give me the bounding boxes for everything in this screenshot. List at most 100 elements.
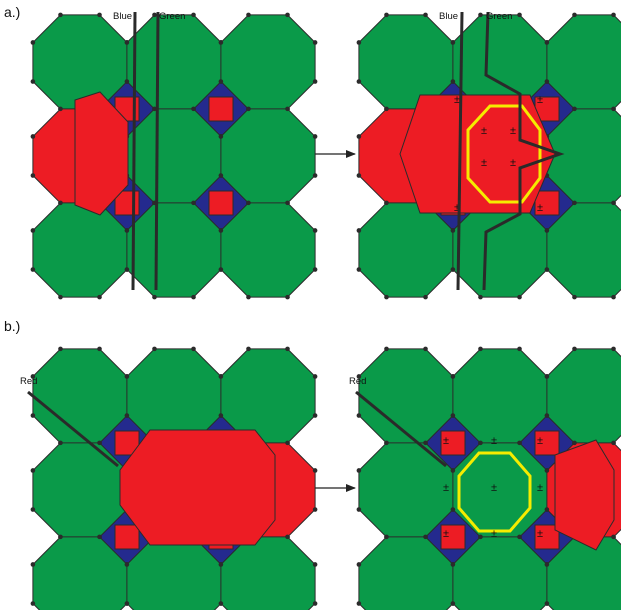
- octagon-tile: [220, 14, 316, 110]
- vertex-dot: [97, 440, 102, 446]
- vertex-dot: [285, 294, 290, 300]
- vertex-dot: [30, 374, 36, 379]
- vertex-dot: [312, 562, 318, 567]
- vertex-dot: [356, 79, 362, 84]
- square-tile: [114, 524, 140, 550]
- vertex-dot: [30, 173, 36, 178]
- pm-symbol: ±: [491, 528, 497, 540]
- vertex-dot: [517, 346, 522, 352]
- octagon-tile: [452, 348, 548, 444]
- vertex-dot: [384, 294, 389, 300]
- vertex-dot: [544, 413, 550, 418]
- vertex-dot: [611, 200, 616, 206]
- red-region: [119, 429, 276, 546]
- vertex-dot: [246, 346, 251, 352]
- vertex-dot: [356, 413, 362, 418]
- vertex-dot: [30, 468, 36, 473]
- vertex-dot: [312, 374, 318, 379]
- vertex-dot: [544, 562, 550, 567]
- vertex-dot: [517, 534, 522, 540]
- vertex-dot: [423, 12, 428, 18]
- vertex-dot: [544, 601, 550, 606]
- vertex-dot: [30, 267, 36, 272]
- octagon-tile: [32, 348, 128, 444]
- vertex-dot: [152, 294, 157, 300]
- vertex-dot: [544, 468, 550, 473]
- vertex-dot: [450, 507, 456, 512]
- vertex-dot: [384, 12, 389, 18]
- vertex-dot: [124, 374, 130, 379]
- pm-symbol: ±: [481, 125, 487, 137]
- vertex-dot: [478, 440, 483, 446]
- square-tile: [534, 190, 560, 216]
- octagon-tile: [126, 108, 222, 204]
- green-cut-line: [154, 11, 160, 291]
- vertex-dot: [356, 267, 362, 272]
- vertex-dot: [450, 601, 456, 606]
- vertex-dot: [572, 106, 577, 112]
- vertex-dot: [356, 562, 362, 567]
- vertex-dot: [478, 294, 483, 300]
- vertex-dot: [218, 601, 224, 606]
- vertex-dot: [30, 134, 36, 139]
- pm-symbol: ±: [454, 202, 460, 214]
- vertex-dot: [191, 294, 196, 300]
- vertex-dot: [218, 413, 224, 418]
- red-line-label-b-before: Red: [20, 376, 37, 387]
- vertex-dot: [312, 40, 318, 45]
- vertex-dot: [218, 79, 224, 84]
- vertex-dot: [450, 79, 456, 84]
- vertex-dot: [285, 440, 290, 446]
- pm-symbol: ±: [537, 202, 543, 214]
- octagon-tile: [358, 202, 454, 298]
- vertex-dot: [544, 374, 550, 379]
- square-tile: [440, 524, 466, 550]
- vertex-dot: [58, 534, 63, 540]
- lattice-a-before: [30, 11, 318, 300]
- vertex-dot: [450, 468, 456, 473]
- vertex-dot: [246, 200, 251, 206]
- green-line-label-a-before: Green: [159, 11, 185, 22]
- vertex-dot: [246, 106, 251, 112]
- vertex-dot: [124, 40, 130, 45]
- vertex-dot: [356, 468, 362, 473]
- octagon-tile: [358, 348, 454, 444]
- blue-cut-line: [456, 11, 464, 291]
- vertex-dot: [285, 12, 290, 18]
- vertex-dot: [517, 440, 522, 446]
- vertex-dot: [356, 40, 362, 45]
- red-region: [74, 91, 129, 216]
- blue-line-label-a-before: Blue: [113, 11, 132, 22]
- vertex-dot: [58, 200, 63, 206]
- vertex-dot: [544, 507, 550, 512]
- vertex-dot: [450, 228, 456, 233]
- vertex-dot: [384, 200, 389, 206]
- vertex-dot: [611, 12, 616, 18]
- vertex-dot: [312, 173, 318, 178]
- blue-cut-line: [131, 11, 137, 291]
- octagon-tile: [32, 14, 128, 110]
- pm-symbol: ±: [537, 94, 543, 106]
- red-cut-line: [27, 390, 119, 468]
- vertex-dot: [611, 346, 616, 352]
- vertex-dot: [312, 507, 318, 512]
- panel-a-label: a.): [4, 4, 20, 20]
- vertex-dot: [450, 267, 456, 272]
- vertex-dot: [450, 413, 456, 418]
- vertex-dot: [356, 374, 362, 379]
- red-region: [399, 94, 556, 214]
- vertex-dot: [478, 346, 483, 352]
- vertex-dot: [572, 294, 577, 300]
- vertex-dot: [285, 106, 290, 112]
- vertex-dot: [152, 106, 157, 112]
- vertex-dot: [58, 440, 63, 446]
- vertex-dot: [218, 40, 224, 45]
- vertex-dot: [58, 12, 63, 18]
- vertex-dot: [30, 562, 36, 567]
- octagon-tile: [220, 202, 316, 298]
- vertex-dot: [423, 294, 428, 300]
- vertex-dot: [611, 106, 616, 112]
- vertex-dot: [611, 534, 616, 540]
- vertex-dot: [572, 12, 577, 18]
- vertex-dot: [312, 228, 318, 233]
